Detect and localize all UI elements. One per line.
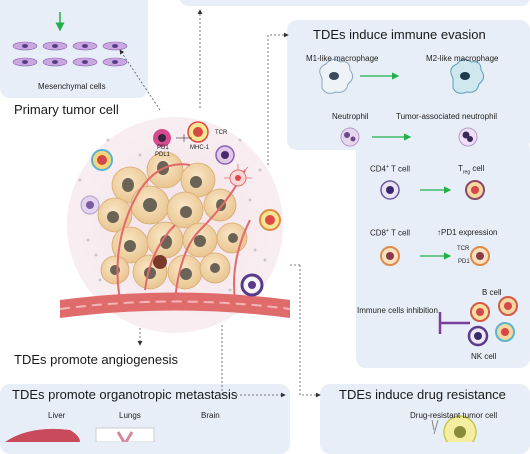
nk-cell-label: NK cell [471, 352, 497, 361]
lungs-graphic [95, 427, 155, 442]
brain-label: Brain [201, 411, 220, 420]
angiogenesis-title: TDEs promote angiogenesis [14, 352, 179, 367]
treg-label: Treg cell [458, 164, 485, 176]
primary-tcr-label: TCR [215, 130, 228, 136]
inhibition-label: Immune cells inhibition [357, 306, 438, 315]
cd4-label: CD4+ T cell [370, 164, 410, 174]
diagram-graphics [5, 9, 518, 442]
tumor-cluster [97, 151, 251, 301]
t-cells [380, 180, 490, 266]
macrophages [319, 58, 485, 94]
pd1-label: PD1 [458, 259, 470, 265]
drug-resistance-title: TDEs induce drug resistance [339, 387, 506, 402]
exosome-dots [78, 138, 267, 292]
cd8-label: CD8+ T cell [370, 228, 410, 238]
top-right-panel [180, 0, 530, 6]
inhibition-graphic [438, 296, 518, 347]
b-cell-label: B cell [482, 288, 502, 297]
primary-mhc1-label: MHC-1 [190, 145, 209, 151]
tcr-label: TCR [457, 246, 470, 252]
immune-cells-primary [80, 121, 281, 297]
neutrophil-label: Neutrophil [332, 112, 369, 121]
lungs-label: Lungs [119, 411, 141, 420]
m1-macrophage-label: M1-like macrophage [306, 54, 379, 63]
mesenchymal-cells [12, 41, 128, 67]
primary-pd1-label: PD1 [157, 145, 169, 151]
metastasis-title: TDEs promote organotropic metastasis [12, 387, 238, 402]
neutrophils [340, 127, 478, 147]
primary-tumor-title: Primary tumor cell [14, 102, 119, 117]
liver-graphic [5, 428, 80, 442]
immune-evasion-title: TDEs induce immune evasion [313, 27, 486, 42]
pd1-expression-label: ↑PD1 expression [437, 228, 498, 237]
drug-resistant-label: Drug-resistant tumor cell [410, 411, 498, 420]
blood-vessel [60, 292, 290, 318]
liver-label: Liver [48, 411, 66, 420]
tan-label: Tumor-associated neutrophil [396, 112, 498, 121]
primary-pdl1-label: PDL1 [155, 152, 171, 158]
mesenchymal-label: Mesenchymal cells [38, 82, 106, 91]
m2-macrophage-label: M2-like macrophage [426, 54, 499, 63]
